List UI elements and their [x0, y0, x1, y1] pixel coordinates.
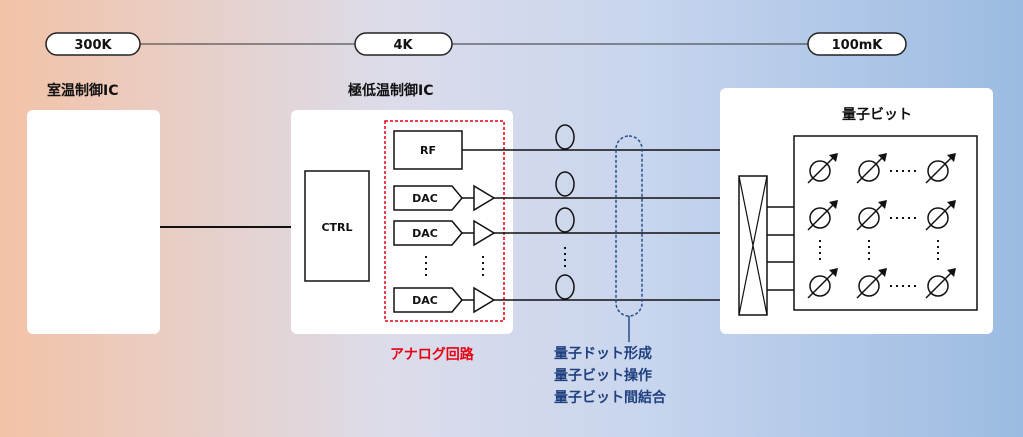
note-2: 量子ビット操作 — [554, 368, 652, 384]
amp-triangle-2 — [473, 219, 496, 247]
dac-box-3 — [393, 287, 463, 313]
analog-circuit-label: アナログ回路 — [390, 347, 474, 363]
signal-group-capsule — [615, 135, 643, 317]
temp-label-300k: 300K — [74, 38, 112, 53]
qubit-spin-icon — [856, 200, 887, 231]
dac-row-1: DAC — [393, 184, 739, 212]
ferrite-ring-4 — [555, 274, 575, 300]
ctrl-label: CTRL — [321, 221, 352, 234]
qubit-spin-icon — [856, 153, 887, 184]
note-1: 量子ドット形成 — [554, 346, 652, 362]
dac-label-1: DAC — [412, 192, 438, 205]
rf-label: RF — [420, 144, 436, 157]
amp-triangle-3 — [473, 286, 496, 314]
capsule-notes: 量子ドット形成 量子ビット操作 量子ビット間結合 — [554, 343, 666, 409]
temp-pill-100mk — [807, 32, 907, 56]
note-3: 量子ビット間結合 — [554, 390, 666, 406]
qubit-spin-icon — [925, 200, 956, 231]
dac-row-3: DAC — [393, 286, 739, 314]
dac-row-2: DAC — [393, 219, 739, 247]
temp-pill-300k — [45, 32, 141, 56]
dac-label-3: DAC — [412, 294, 438, 307]
qubit-spin-icon — [925, 153, 956, 184]
qubit-title: 量子ビット — [842, 107, 912, 123]
qubit-spin-icon — [856, 268, 887, 299]
temp-label-100mk: 100mK — [832, 38, 884, 53]
room-ic-title: 室温制御IC — [47, 83, 119, 99]
temp-pill-4k — [354, 32, 453, 56]
analog-circuit-region — [384, 120, 505, 322]
qubit-spin-icon — [807, 153, 838, 184]
ferrite-ring-1 — [555, 124, 575, 150]
qubit-spin-icon — [925, 268, 956, 299]
ferrite-ring-2 — [555, 171, 575, 197]
qubit-spin-icon — [807, 268, 838, 299]
ctrl-box — [304, 170, 370, 282]
room-ic-box — [27, 110, 160, 334]
dac-box-1 — [393, 185, 463, 211]
qubit-grid — [807, 153, 956, 299]
ferrite-ring-3 — [555, 207, 575, 233]
cryo-ic-title: 極低温制御IC — [348, 83, 434, 99]
qubit-spin-icon — [807, 200, 838, 231]
amp-triangle-1 — [473, 184, 496, 212]
temp-label-4k: 4K — [393, 38, 413, 53]
dac-box-2 — [393, 220, 463, 246]
dac-label-2: DAC — [412, 227, 438, 240]
